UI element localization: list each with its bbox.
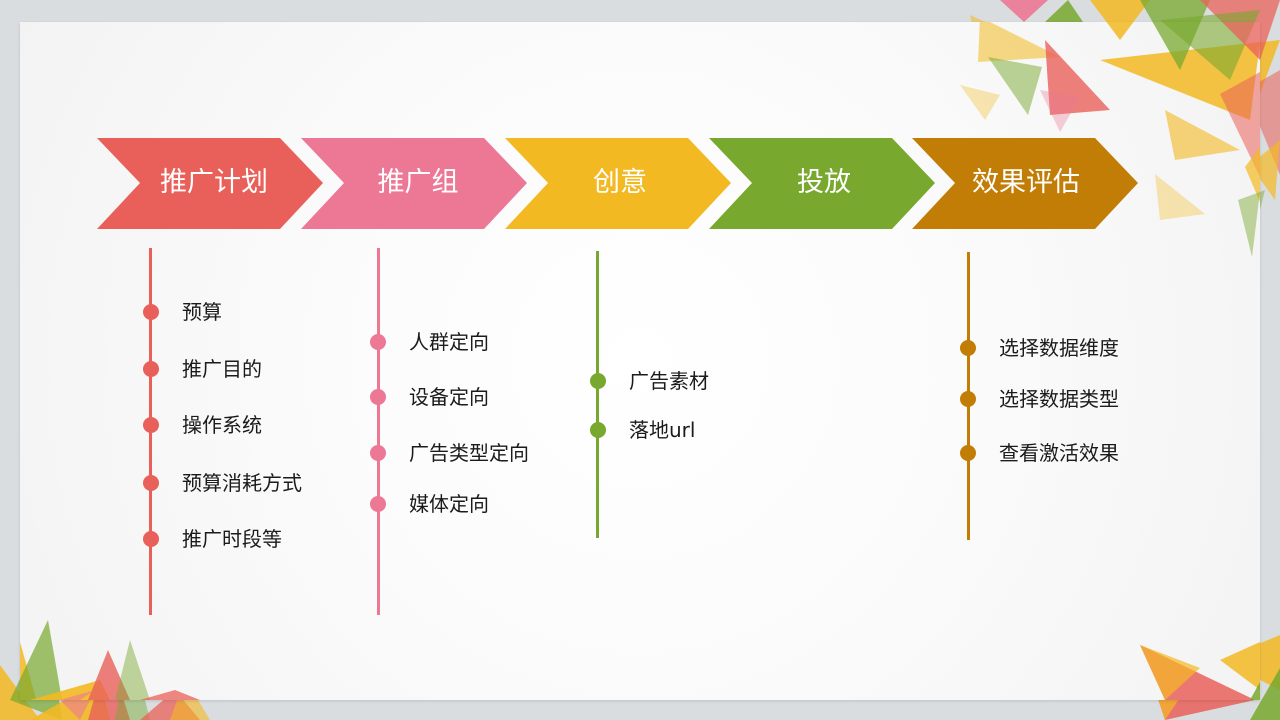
stage-label-evaluation: 效果评估	[972, 167, 1080, 198]
list-item-label: 落地url	[629, 418, 696, 442]
stage-label-plan: 推广计划	[160, 167, 268, 198]
bullet-dot	[370, 334, 386, 350]
stage-label-creative: 创意	[593, 167, 647, 198]
list-item-label: 选择数据维度	[999, 336, 1119, 360]
timeline-line-creative	[596, 251, 599, 538]
stage-label-delivery: 投放	[797, 167, 851, 198]
stage-arrow-1	[97, 138, 323, 229]
bullet-dot	[960, 445, 976, 461]
stage-arrow-2	[301, 138, 527, 229]
bullet-dot	[370, 496, 386, 512]
bullet-dot	[143, 417, 159, 433]
list-item-label: 推广时段等	[182, 527, 282, 551]
bullet-dot	[590, 373, 606, 389]
list-item-label: 选择数据类型	[999, 387, 1119, 411]
bullet-dot	[143, 304, 159, 320]
stage-label-group: 推广组	[377, 167, 459, 198]
list-item-label: 广告类型定向	[409, 441, 529, 465]
slide-decorative-triangles	[20, 22, 1260, 700]
bullet-dot	[143, 475, 159, 491]
list-item-label: 设备定向	[409, 385, 489, 409]
list-item-label: 操作系统	[182, 413, 262, 437]
list-item-label: 人群定向	[409, 330, 489, 354]
bullet-dot	[590, 422, 606, 438]
list-item-label: 广告素材	[629, 369, 709, 393]
slide	[20, 22, 1260, 700]
list-item-label: 推广目的	[182, 357, 262, 381]
bullet-dot	[370, 445, 386, 461]
stage-arrow-3	[505, 138, 731, 229]
list-item-label: 预算消耗方式	[182, 471, 302, 495]
bullet-dot	[960, 391, 976, 407]
list-item-label: 媒体定向	[409, 492, 489, 516]
bullet-dot	[143, 361, 159, 377]
bullet-dot	[143, 531, 159, 547]
list-item-label: 查看激活效果	[999, 441, 1119, 465]
timeline-line-group	[377, 248, 380, 615]
list-item-label: 预算	[182, 300, 222, 324]
bullet-dot	[370, 389, 386, 405]
stage-arrow-5	[912, 138, 1138, 229]
bullet-dot	[960, 340, 976, 356]
stage-arrow-4	[709, 138, 935, 229]
